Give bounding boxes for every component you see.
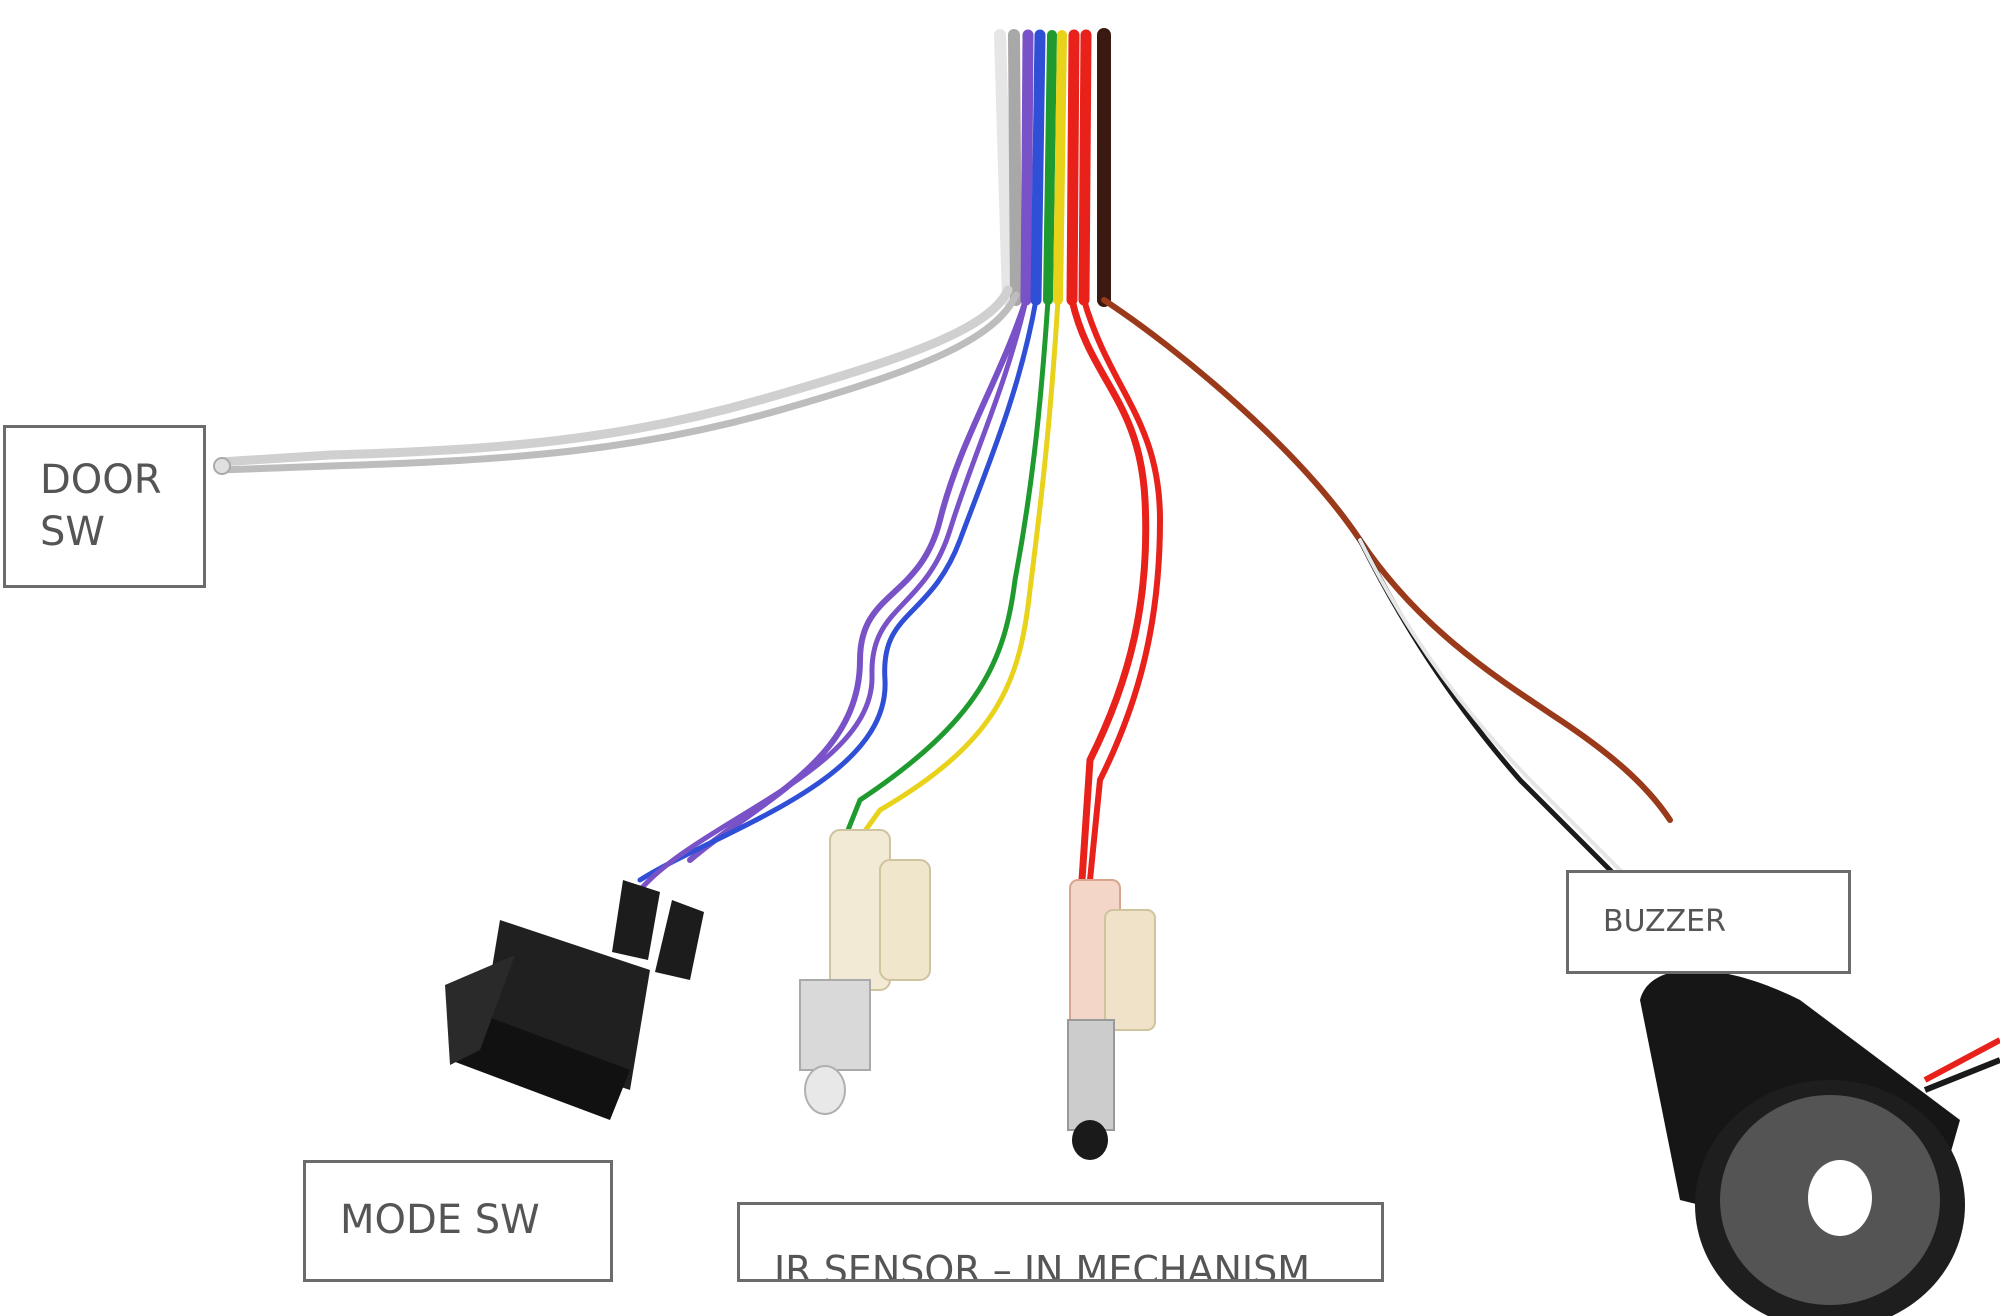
ir-receiver	[1067, 879, 1156, 1160]
mode-switch-rocker	[445, 880, 704, 1120]
mode-switch-label-text: MODE SW	[340, 1197, 540, 1244]
red-wires	[1068, 296, 1164, 884]
wire-bundle	[994, 28, 1111, 307]
door-switch-label: DOOR SW	[3, 425, 206, 588]
buzzer-wires	[1101, 297, 1673, 892]
mode-switch-wires	[637, 297, 1039, 893]
ir-led-emitter	[799, 829, 931, 1115]
ir-sensor-label-text: IR SENSOR – IN MECHANISM	[774, 1248, 1310, 1282]
door-switch-label-line2: SW	[40, 508, 105, 555]
mode-switch-label: MODE SW	[303, 1160, 613, 1282]
ir-sensor-label: IR SENSOR – IN MECHANISM	[737, 1202, 1384, 1282]
buzzer-label: BUZZER	[1566, 870, 1851, 974]
ir-sensor-signal-wires	[845, 297, 1061, 838]
buzzer-component	[1640, 970, 2000, 1316]
buzzer-label-text: BUZZER	[1603, 903, 1726, 939]
door-switch-label-line1: DOOR	[40, 457, 162, 504]
door-switch-wires	[213, 285, 1020, 475]
